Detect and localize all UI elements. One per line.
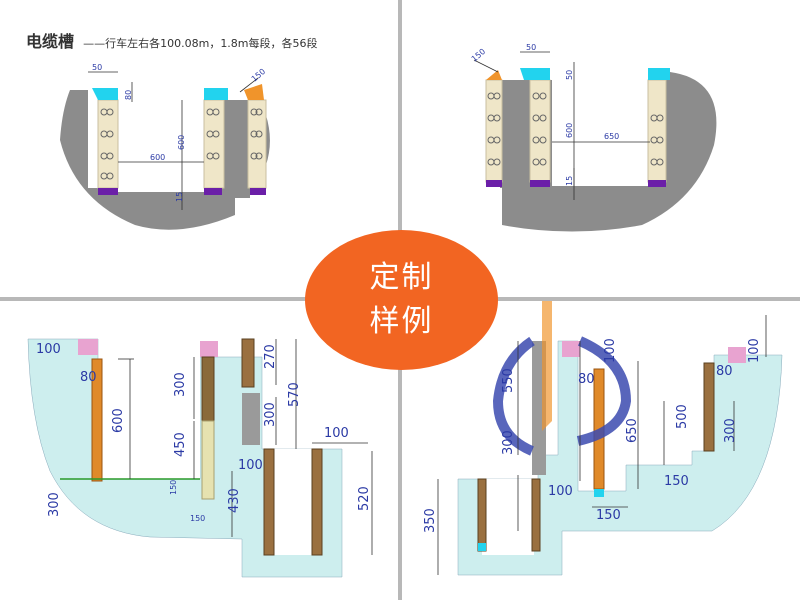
cable-tray	[477, 478, 487, 552]
pink-cap	[728, 347, 746, 363]
orange-cover	[244, 84, 264, 100]
dim-label: 50	[92, 63, 102, 72]
pink-cap	[562, 341, 580, 357]
dim-label: 300	[723, 418, 738, 443]
trench-diagram-top-right: 50 150 50 600 650 15 50	[470, 43, 717, 232]
cable-tray	[201, 420, 215, 500]
dim-label: 520	[357, 486, 372, 511]
cyan-cover	[520, 68, 550, 80]
dim-label: 80	[578, 372, 595, 387]
cable-tray	[91, 358, 103, 482]
cable-tray	[531, 478, 541, 552]
dim-label: 100	[36, 342, 61, 357]
cyan-cover	[648, 68, 670, 80]
dim-label: 100	[747, 338, 762, 363]
dim-label: 80	[716, 364, 733, 379]
dim-label: 570	[287, 382, 302, 407]
dim-label: 450	[173, 432, 188, 457]
trench-diagram-top-left: 50 80 600 600 15 150	[60, 63, 270, 230]
dim-label: 300	[501, 430, 516, 455]
dim-label: 600	[177, 135, 186, 150]
dim-label: 80	[124, 90, 133, 100]
dim-label: 150	[250, 67, 267, 84]
purple-base	[486, 180, 502, 187]
trench-diagram-bottom-left: 100 80 600 300 450 150 150 300 270 570 3…	[27, 338, 373, 578]
dim-label: 430	[227, 488, 242, 513]
badge-line-2: 样例	[369, 304, 434, 339]
cyan-block	[594, 489, 604, 497]
purple-base	[530, 180, 550, 187]
cable-tray	[311, 448, 323, 556]
pink-cap	[78, 339, 98, 355]
dim-label: 15	[565, 176, 574, 186]
panel-bottom-right: 550 300 80 100 650 500 300 100 80 150 10…	[402, 285, 800, 600]
dim-label: 150	[596, 508, 621, 523]
dim-label: 350	[423, 508, 438, 533]
dim-label: 500	[675, 404, 690, 429]
cable-tray	[201, 356, 215, 422]
custom-sample-badge: 定制 样例	[305, 230, 498, 370]
dim-label: 300	[173, 372, 188, 397]
purple-base	[98, 188, 118, 195]
logo-mark	[492, 285, 632, 456]
dim-label: 80	[80, 370, 97, 385]
cyan-cover	[204, 88, 228, 100]
orange-cover	[486, 70, 502, 80]
panel-top-right: 50 150 50 600 650 15 50	[402, 0, 800, 297]
dim-label: 100	[603, 338, 618, 363]
trench-diagram-bottom-right: 550 300 80 100 650 500 300 100 80 150 10…	[423, 285, 783, 576]
dim-label: 300	[47, 492, 62, 517]
purple-base	[250, 188, 266, 195]
dim-label: 150	[470, 47, 487, 64]
dim-label: 150	[190, 514, 205, 523]
panel-bottom-left: 100 80 600 300 450 150 150 300 270 570 3…	[0, 301, 398, 600]
caption-title: 电缆槽	[26, 32, 75, 51]
cable-tray	[703, 362, 715, 452]
dim-label: 650	[604, 132, 619, 141]
pink-cap	[200, 341, 218, 357]
cable-tray	[263, 448, 275, 556]
dim-label: 600	[565, 123, 574, 138]
dim-label: 100	[548, 484, 573, 499]
dim-label: 150	[169, 480, 178, 495]
dim-label: 15	[175, 192, 184, 202]
dim-label: 600	[111, 408, 126, 433]
dim-label: 100	[324, 426, 349, 441]
badge-line-1: 定制	[369, 260, 434, 295]
cyan-cover	[92, 88, 118, 100]
dim-label: 550	[501, 368, 516, 393]
dim-label: 650	[625, 418, 640, 443]
cable-tray	[647, 79, 667, 183]
cable-tray	[241, 338, 255, 388]
dim-label: 50	[526, 43, 536, 52]
gray-wall	[242, 393, 260, 445]
caption: 电缆槽 ——行车左右各100.08m，1.8m每段，各56段	[26, 28, 318, 52]
dim-label: 150	[664, 474, 689, 489]
dim-label: 50	[565, 70, 574, 80]
purple-base	[204, 188, 222, 195]
panel-top-left: 电缆槽 ——行车左右各100.08m，1.8m每段，各56段	[0, 0, 398, 297]
caption-description: ——行车左右各100.08m，1.8m每段，各56段	[83, 37, 318, 50]
cyan-block	[478, 543, 486, 551]
dim-label: 300	[263, 402, 278, 427]
dim-label: 100	[238, 458, 263, 473]
dim-label: 600	[150, 153, 165, 162]
dim-label: 270	[263, 344, 278, 369]
purple-base	[648, 180, 666, 187]
